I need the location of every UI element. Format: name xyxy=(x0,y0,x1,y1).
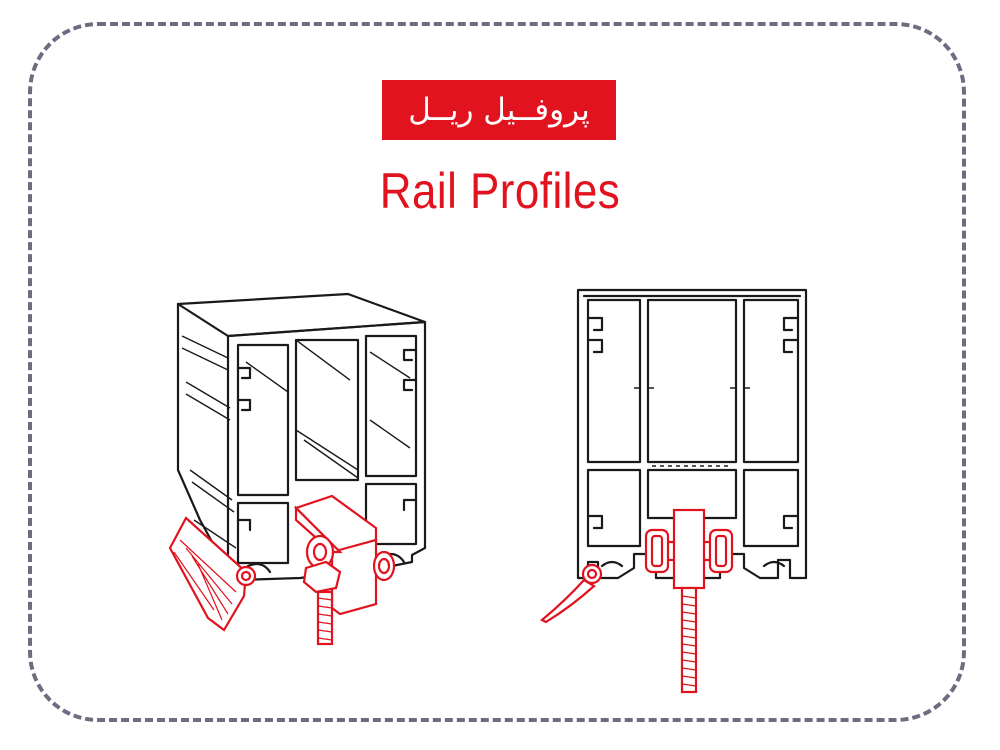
isometric-rail-profile xyxy=(168,292,427,646)
english-title: Rail Profiles xyxy=(379,163,621,219)
title-badge: پروفــیل ریــل xyxy=(382,80,616,140)
persian-title: پروفــیل ریــل xyxy=(408,91,590,128)
cross-section-rail-profile xyxy=(540,288,808,694)
dashed-frame xyxy=(28,22,966,722)
